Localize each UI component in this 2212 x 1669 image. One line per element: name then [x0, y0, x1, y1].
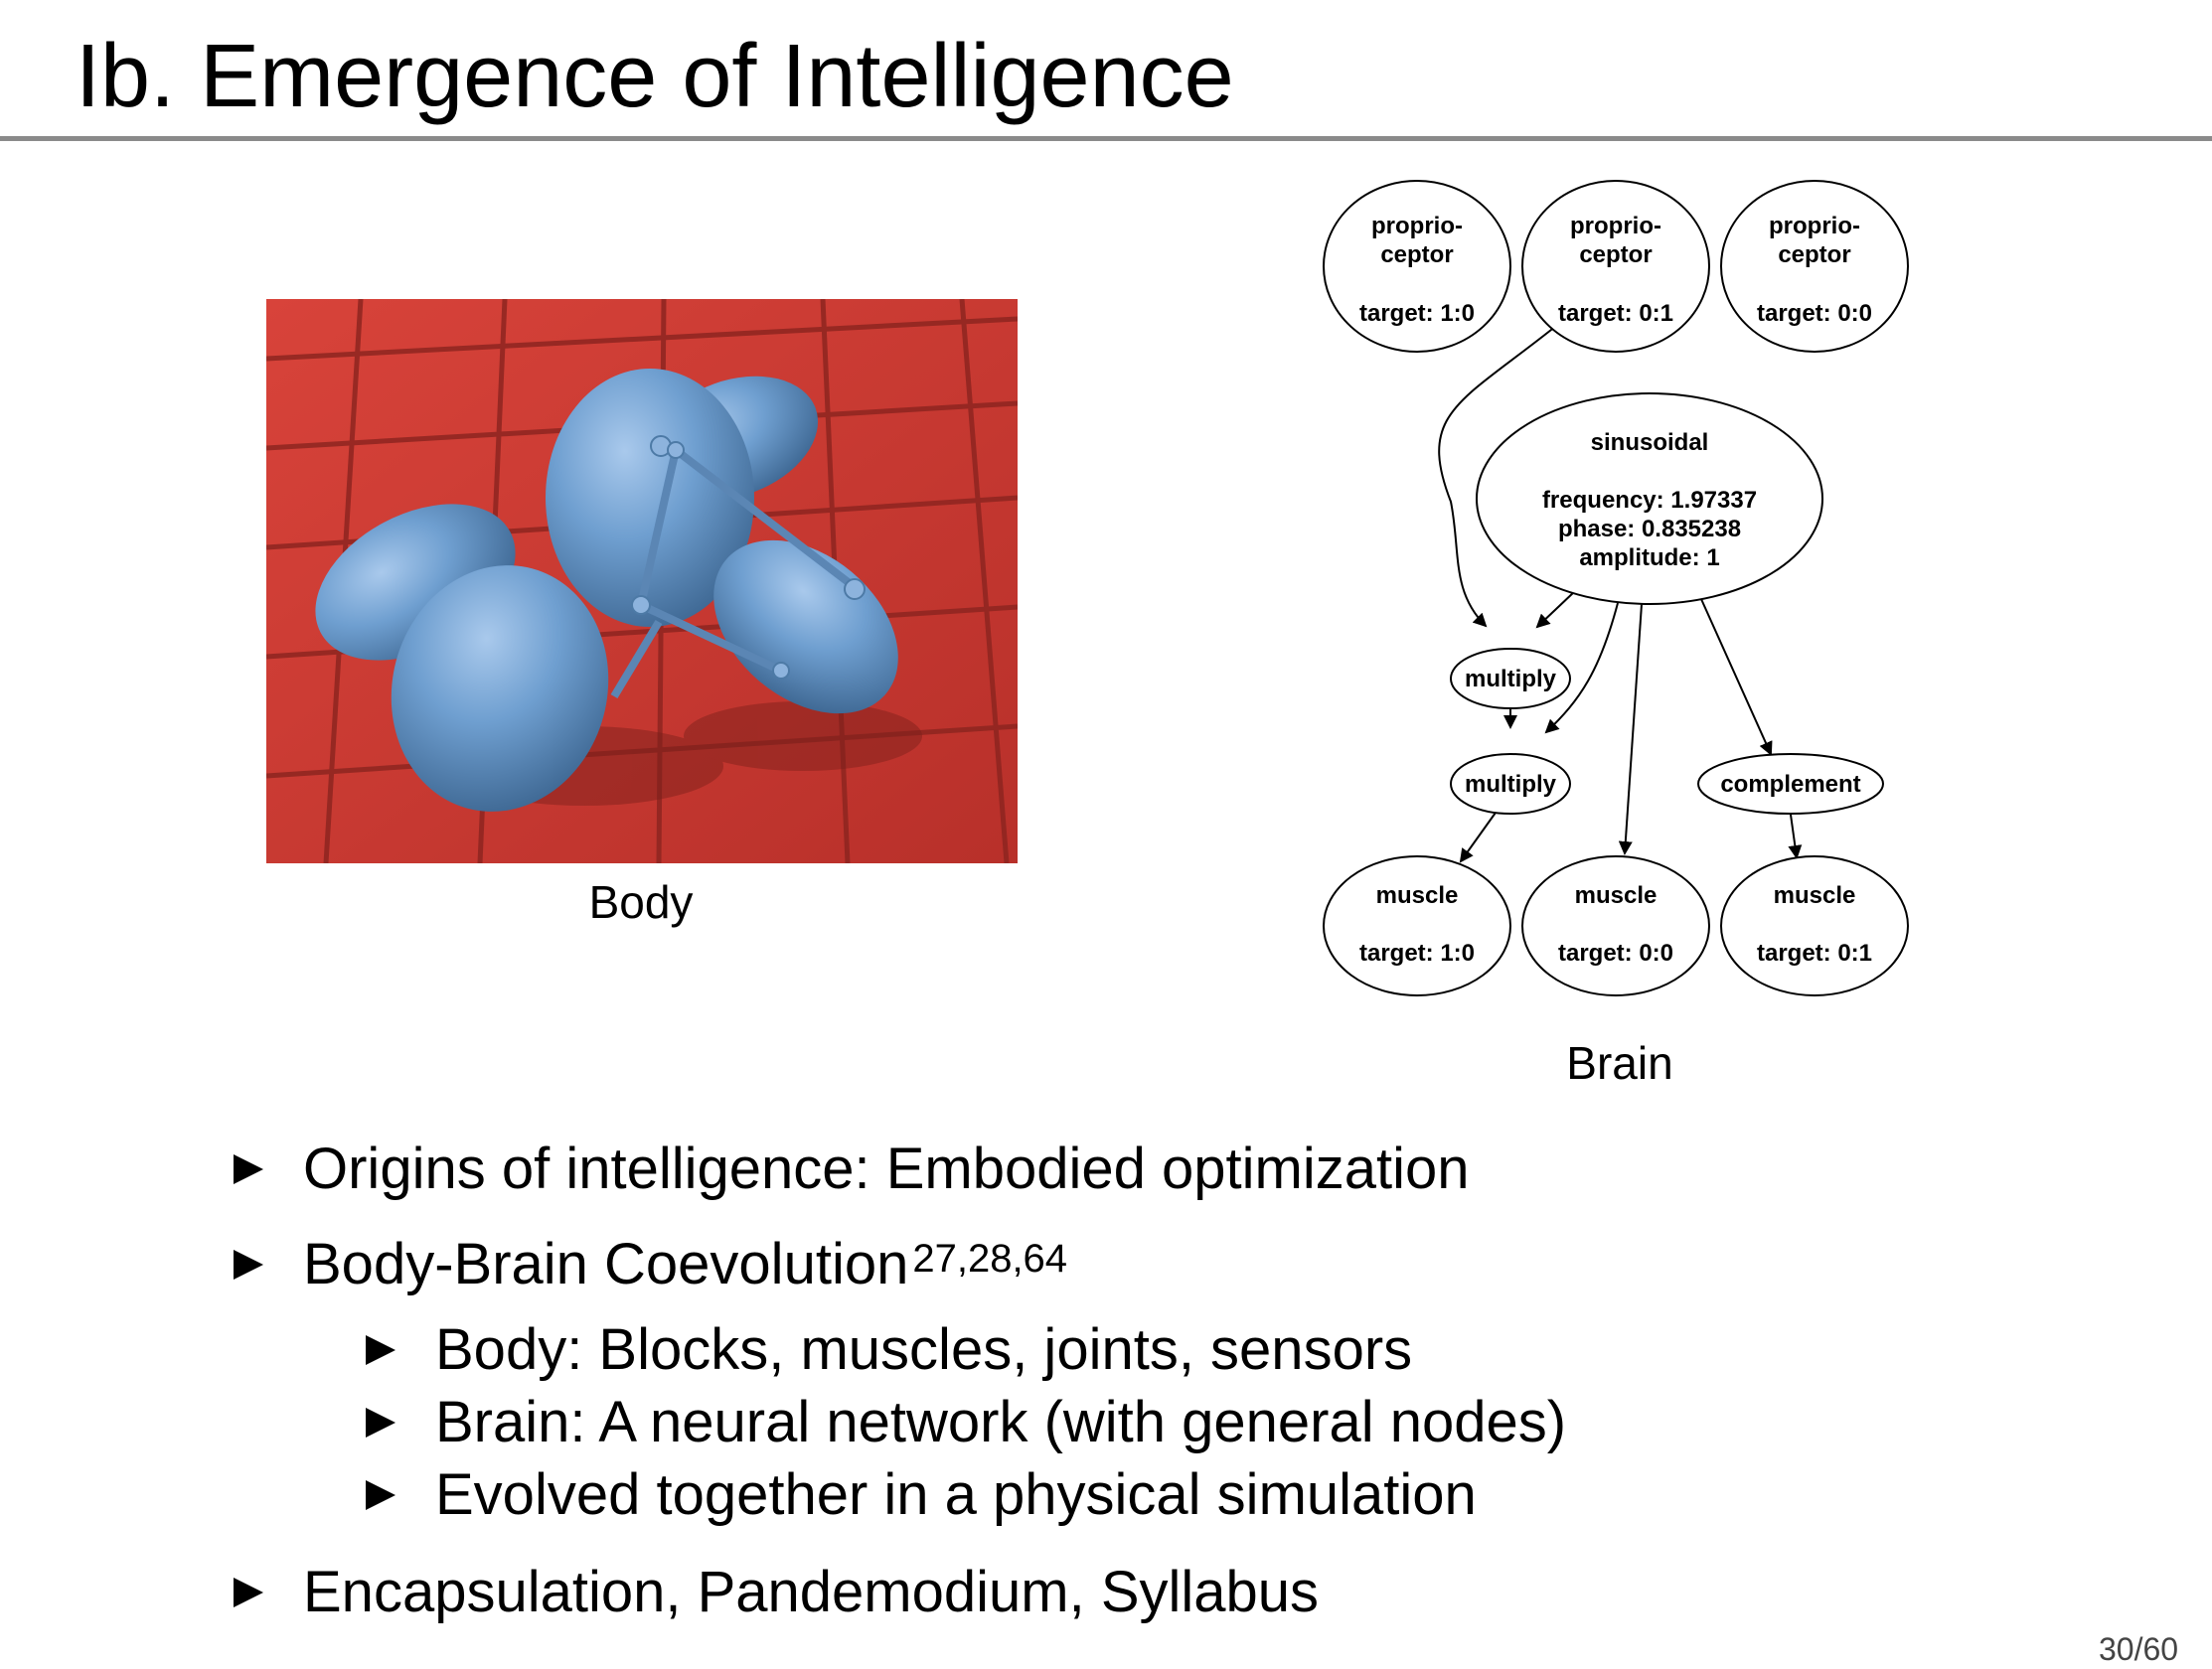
bullet-origins: Origins of intelligence: Embodied optimi… [303, 1137, 1470, 1201]
node-proprio1 [1323, 180, 1511, 353]
node-multiply1 [1450, 648, 1571, 709]
edge-sin-multiply2 [1544, 602, 1619, 734]
edge-complement-muscle3 [1788, 814, 1803, 859]
sinusoidal-title: sinusoidal [1591, 429, 1709, 456]
node-proprio2 [1521, 180, 1710, 353]
joint-rods [610, 446, 858, 699]
sub-bullet-marker [366, 1335, 395, 1365]
slide-title: Ib. Emergence of Intelligence [76, 27, 1234, 126]
proprio1-line1: proprio- [1371, 213, 1463, 239]
complement-label: complement [1720, 771, 1860, 798]
muscle3-target: target: 0:1 [1757, 940, 1872, 967]
citation-refs: 27,28,64 [912, 1237, 1068, 1281]
proprio1-line2: ceptor [1380, 241, 1453, 268]
proprio1-target: target: 1:0 [1359, 300, 1475, 327]
muscle3-label: muscle [1774, 882, 1856, 909]
proprio3-line2: ceptor [1778, 241, 1850, 268]
edge-sin-complement [1700, 598, 1773, 756]
page-number: 30/60 [2099, 1631, 2179, 1667]
node-muscle3 [1720, 855, 1909, 996]
proprio2-line2: ceptor [1579, 241, 1652, 268]
edge-multiply2-muscle1 [1459, 812, 1497, 863]
node-sinusoidal [1476, 392, 1823, 605]
muscle2-target: target: 0:0 [1558, 940, 1673, 967]
node-multiply2 [1450, 753, 1571, 815]
node-proprio3 [1720, 180, 1909, 353]
proprio2-line1: proprio- [1570, 213, 1661, 239]
bullet-coevolution-text: Body-Brain Coevolution [303, 1232, 909, 1296]
proprio2-target: target: 0:1 [1558, 300, 1673, 327]
sub-bullet-marker [366, 1480, 395, 1510]
proprio3-line1: proprio- [1769, 213, 1860, 239]
muscle1-label: muscle [1376, 882, 1459, 909]
block-front [391, 565, 609, 812]
sinusoidal-phase: phase: 0.835238 [1558, 516, 1741, 542]
joints [631, 435, 866, 680]
bullet-marker [234, 1250, 263, 1280]
bullet-encapsulation: Encapsulation, Pandemodium, Syllabus [303, 1560, 1320, 1624]
bullet-marker [234, 1578, 263, 1607]
body-render-image [266, 299, 1018, 863]
sub-bullet-marker [366, 1408, 395, 1438]
node-muscle1 [1323, 855, 1511, 996]
edge-proprio2-multiply1 [1438, 325, 1557, 628]
block-top [546, 369, 754, 627]
multiply2-label: multiply [1465, 771, 1557, 798]
node-muscle2 [1521, 855, 1710, 996]
sub-bullet-body: Body: Blocks, muscles, joints, sensors [435, 1317, 1413, 1382]
sub-bullet-brain: Brain: A neural network (with general no… [435, 1390, 1567, 1454]
muscle1-target: target: 1:0 [1359, 940, 1475, 967]
brain-caption: Brain [1566, 1037, 1673, 1089]
edge-sin-multiply1 [1535, 590, 1576, 629]
sinusoidal-amplitude: amplitude: 1 [1579, 544, 1719, 571]
multiply1-label: multiply [1465, 666, 1557, 692]
sinusoidal-frequency: frequency: 1.97337 [1542, 487, 1757, 514]
title-divider [0, 136, 2212, 141]
brain-network-diagram: proprio- ceptor target: 1:0 proprio- cep… [1323, 180, 1909, 996]
node-complement [1697, 753, 1884, 815]
bullet-marker [234, 1154, 263, 1184]
sub-bullet-evolved: Evolved together in a physical simulatio… [435, 1462, 1477, 1527]
body-caption: Body [588, 876, 694, 928]
muscle2-label: muscle [1575, 882, 1658, 909]
proprio3-target: target: 0:0 [1757, 300, 1872, 327]
edge-sin-muscle2 [1618, 603, 1643, 855]
